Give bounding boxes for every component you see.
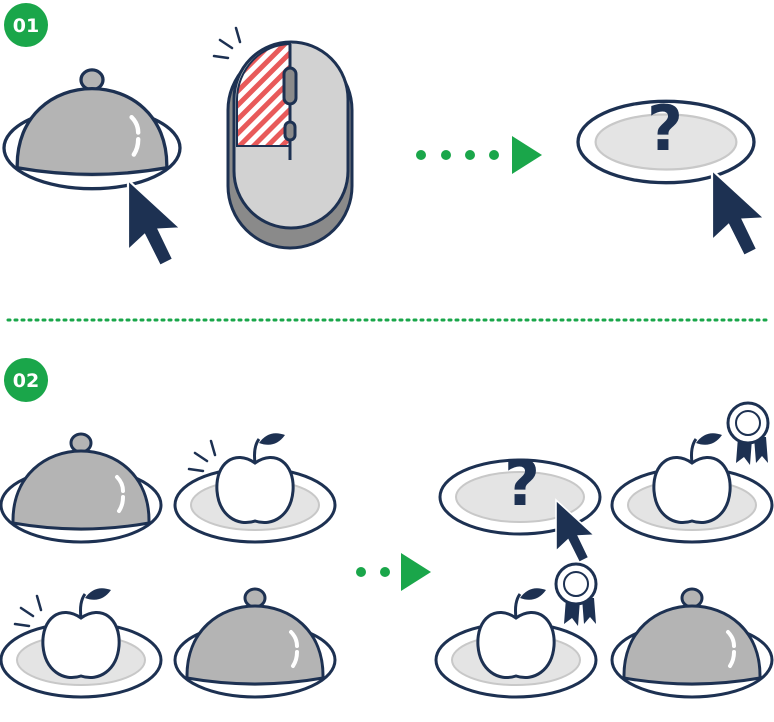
apple-dish [0, 586, 163, 699]
next-arrow [416, 136, 542, 174]
covered-dish [0, 432, 163, 544]
step-number: 02 [13, 370, 39, 392]
step-badge-01: 01 [4, 3, 48, 47]
award-ribbon-icon [726, 401, 770, 467]
covered-dish [173, 587, 337, 699]
question-mark: ? [647, 92, 683, 165]
covered-dish [610, 587, 774, 699]
question-mark: ? [504, 447, 540, 520]
covered-dish [2, 70, 182, 191]
mouse-left-click-icon [212, 26, 354, 250]
next-arrow [356, 553, 431, 591]
step-badge-02: 02 [4, 358, 48, 402]
step-number: 01 [13, 15, 39, 37]
cursor-icon [126, 178, 182, 267]
apple-dish [173, 431, 337, 544]
award-ribbon-icon [554, 562, 598, 628]
cursor-icon [710, 168, 766, 257]
